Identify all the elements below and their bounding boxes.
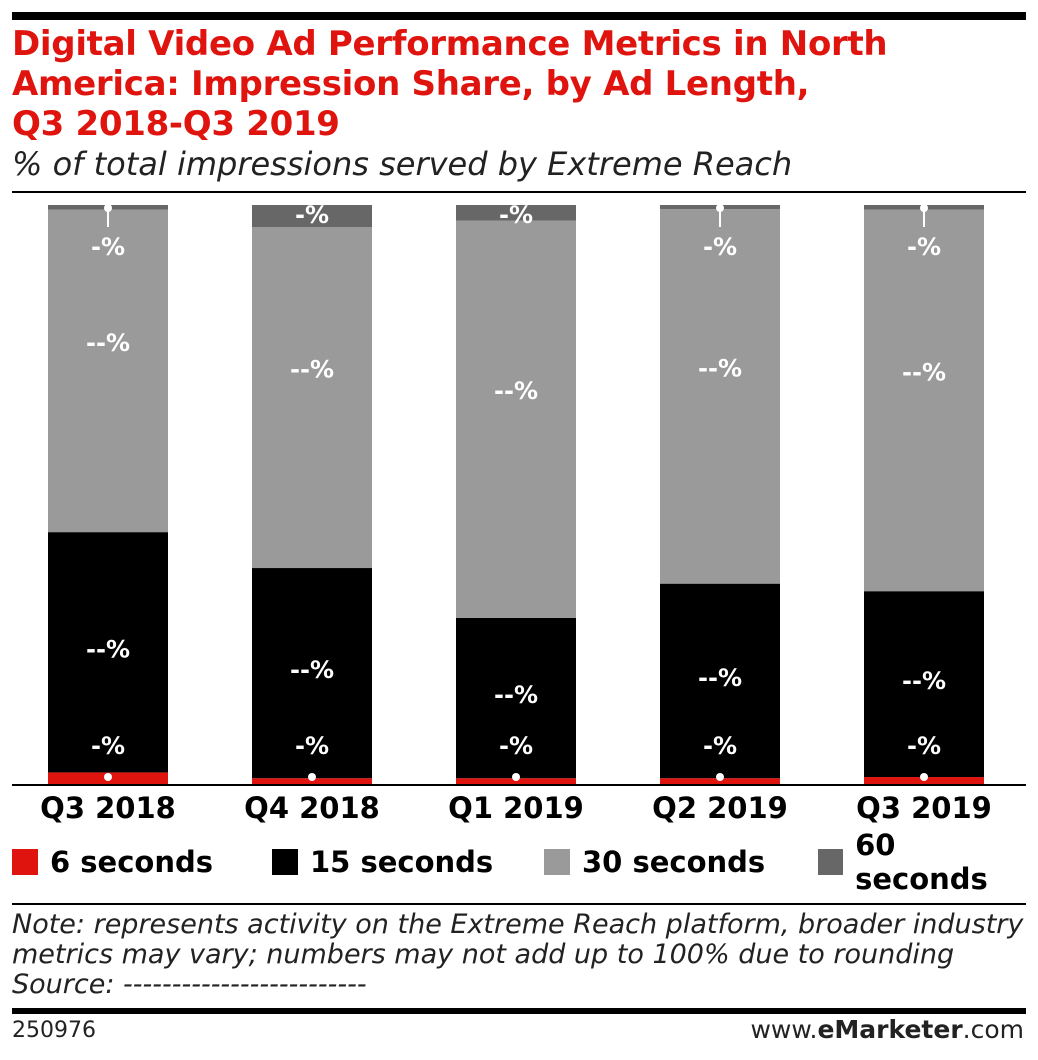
x-tick-label-q3-2019: Q3 2019 (856, 791, 992, 825)
note-line-2: metrics may vary; numbers may not add up… (12, 939, 955, 970)
footnote: Note: represents activity on the Extreme… (12, 910, 1026, 1000)
data-label-q3-2018-60-seconds: -% (91, 233, 125, 261)
bottom-rule (12, 1008, 1026, 1014)
legend-label-60-seconds: 60 seconds (855, 828, 988, 896)
title-line-1: Digital Video Ad Performance Metrics in … (12, 24, 888, 64)
data-label-q3-2018-15-seconds: --% (86, 635, 130, 663)
chart-title: Digital Video Ad Performance Metrics in … (12, 24, 1012, 144)
chart-id: 250976 (12, 1018, 96, 1043)
data-label-q3-2019-30-seconds: --% (902, 358, 946, 386)
bar-q1-2019-60-seconds (456, 205, 576, 221)
bar-q4-2018-60-seconds (252, 205, 372, 228)
brand-suffix: .com (962, 1015, 1024, 1044)
source-line: Source: ------------------------- (12, 969, 367, 1000)
legend-label-6-seconds: 6 seconds (50, 845, 213, 879)
leader-dot-q1-2019-6-seconds (512, 773, 520, 781)
leader-dot-q2-2019-6-seconds (716, 773, 724, 781)
data-label-q3-2018-6-seconds: -% (91, 732, 125, 760)
data-label-q2-2019-30-seconds: --% (698, 354, 742, 382)
legend-item-6-seconds: 6 seconds (12, 842, 213, 882)
stacked-bar-chart: -% --% --% -% Q3 2018 -% --% --% -% Q4 2018 -% --% -… (12, 201, 1026, 825)
legend-swatch-15-seconds (272, 849, 298, 875)
legend-label-15-seconds: 15 seconds (310, 845, 494, 879)
legend-item-60-seconds: 60 seconds (818, 828, 1032, 896)
bar-q2-2019-30-seconds (660, 209, 780, 584)
leader-dot-q4-2018-6-seconds (308, 773, 316, 781)
bar-q3-2019-30-seconds (864, 209, 984, 592)
legend: 6 seconds 15 seconds 30 seconds 60 secon… (12, 828, 1032, 896)
title-line-3: Q3 2018-Q3 2019 (12, 104, 340, 144)
leader-dot-q3-2019-6-seconds (920, 773, 928, 781)
bar-q3-2018-15-seconds (48, 532, 168, 773)
legend-swatch-30-seconds (544, 849, 570, 875)
legend-item-30-seconds: 30 seconds (544, 842, 765, 882)
bar-q4-2018-15-seconds (252, 568, 372, 779)
data-label-q3-2019-6-seconds: -% (907, 732, 941, 760)
brand-prefix: www. (750, 1015, 818, 1044)
chart-top-rule (12, 191, 1026, 193)
data-label-q4-2018-60-seconds: -% (295, 201, 329, 229)
bar-q1-2019-15-seconds (456, 617, 576, 779)
x-tick-label-q3-2018: Q3 2018 (40, 791, 176, 825)
bar-q4-2018-6-seconds (252, 778, 372, 784)
x-tick-label-q4-2018: Q4 2018 (244, 791, 380, 825)
data-label-q4-2018-15-seconds: --% (290, 656, 334, 684)
bar-q1-2019-6-seconds (456, 778, 576, 784)
data-label-q4-2018-30-seconds: --% (290, 356, 334, 384)
data-label-q2-2019-15-seconds: --% (698, 664, 742, 692)
bar-q3-2019-15-seconds (864, 591, 984, 778)
top-rule (12, 12, 1026, 20)
legend-swatch-6-seconds (12, 849, 38, 875)
leader-dot-q3-2018-6-seconds (104, 773, 112, 781)
data-label-q1-2019-30-seconds: --% (494, 377, 538, 405)
data-label-q1-2019-15-seconds: --% (494, 681, 538, 709)
data-label-q3-2019-15-seconds: --% (902, 667, 946, 695)
data-label-q1-2019-60-seconds: -% (499, 201, 533, 229)
legend-item-15-seconds: 15 seconds (272, 842, 493, 882)
legend-swatch-60-seconds (818, 849, 844, 875)
bar-q4-2018-30-seconds (252, 227, 372, 569)
x-tick-label-q1-2019: Q1 2019 (448, 791, 584, 825)
data-label-q4-2018-6-seconds: -% (295, 732, 329, 760)
note-line-1: Note: represents activity on the Extreme… (12, 909, 1024, 940)
title-line-2: America: Impression Share, by Ad Length, (12, 64, 810, 104)
bar-q2-2019-15-seconds (660, 583, 780, 779)
chart-subtitle: % of total impressions served by Extreme… (12, 145, 793, 183)
data-label-q2-2019-60-seconds: -% (703, 233, 737, 261)
data-label-q3-2018-30-seconds: --% (86, 329, 130, 357)
bar-q3-2018-30-seconds (48, 209, 168, 533)
legend-label-30-seconds: 30 seconds (582, 845, 766, 879)
bar-q1-2019-30-seconds (456, 220, 576, 618)
data-label-q1-2019-6-seconds: -% (499, 732, 533, 760)
data-label-q2-2019-6-seconds: -% (703, 732, 737, 760)
note-top-rule (12, 903, 1026, 905)
x-tick-label-q2-2019: Q2 2019 (652, 791, 788, 825)
brand-name: eMarketer (817, 1015, 963, 1044)
bar-q2-2019-6-seconds (660, 778, 780, 784)
data-label-q3-2019-60-seconds: -% (907, 233, 941, 261)
brand-link[interactable]: www.eMarketer.com (750, 1015, 1024, 1044)
